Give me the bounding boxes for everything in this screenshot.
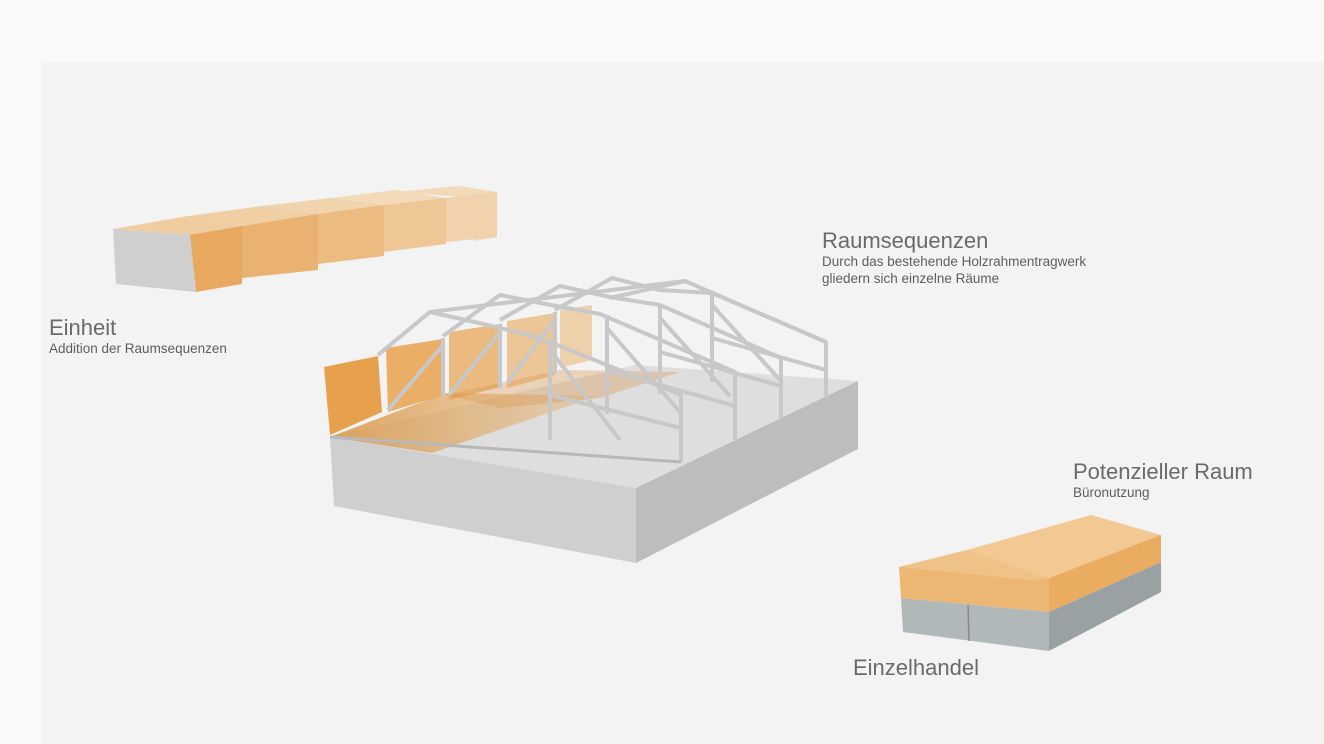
base-front — [330, 437, 636, 563]
base-top — [330, 365, 858, 488]
einheit-box-2-side — [242, 214, 318, 278]
raumsequenzen-title: Raumsequenzen — [822, 228, 989, 253]
frame-brace-5 — [386, 343, 445, 412]
raumsequenzen-base-block — [330, 365, 858, 563]
base-side — [636, 381, 858, 563]
einheit-box-4-side — [384, 198, 446, 252]
frame-beam-3 — [659, 350, 782, 388]
potential-space-block — [899, 515, 1161, 651]
einheit-box-1-side — [190, 226, 242, 292]
frame-ridge — [429, 279, 686, 314]
frame-rafter-3 — [609, 295, 783, 418]
retail-front — [901, 598, 1049, 651]
einheit-subtitle: Addition der Raumsequenzen — [49, 341, 227, 356]
frame-beam-4 — [711, 336, 827, 372]
frame-brace-7 — [505, 318, 557, 385]
einheit-box-3-side — [318, 205, 384, 264]
einheit-box-1-front — [113, 229, 196, 292]
frame-brace-3 — [658, 316, 732, 398]
room-floor-2 — [445, 370, 680, 408]
frame-brace-6 — [447, 330, 502, 397]
frame-brace-2 — [605, 326, 682, 414]
office-roof-right — [967, 515, 1161, 578]
raumsequenzen-line-2: gliedern sich einzelne Räume — [822, 271, 1000, 286]
retail-divider — [967, 604, 970, 642]
einheit-box-row — [113, 186, 497, 292]
frame-gable-2 — [441, 293, 557, 338]
einheit-box-2-top — [188, 206, 318, 226]
room-wall-1 — [324, 356, 382, 435]
frame-beam-1 — [549, 393, 682, 430]
einheit-box-4-top — [330, 190, 446, 205]
raumsequenzen-label: Raumsequenzen Durch das bestehende Holzr… — [822, 229, 1086, 287]
einheit-box-3-top — [262, 198, 384, 214]
frame-rafter-1 — [487, 323, 683, 462]
einheit-box-1-top — [113, 216, 242, 235]
frame-beam-2 — [606, 368, 736, 408]
frame-sill-front — [329, 435, 682, 464]
potenziell-subtitle: Büronutzung — [1073, 485, 1150, 500]
room-wall-5 — [560, 305, 592, 368]
einzelhandel-label: Einzelhandel — [853, 655, 979, 680]
room-floor — [330, 393, 598, 453]
frame-brace-4 — [710, 303, 782, 382]
office-side — [1049, 535, 1161, 612]
einheit-title: Einheit — [49, 315, 117, 340]
einheit-box-5-side — [446, 192, 497, 242]
retail-side — [1049, 562, 1161, 651]
raumsequenzen-orange-rooms — [324, 305, 680, 453]
frame-brace-1 — [548, 348, 622, 442]
timber-frame — [329, 276, 828, 464]
potenziell-title: Potenzieller Raum — [1073, 459, 1253, 484]
potenziell-label: Potenzieller Raum Büronutzung — [1073, 460, 1253, 501]
raumsequenzen-line-1: Durch das bestehende Holzrahmentragwerk — [822, 254, 1087, 269]
office-roof-left — [899, 550, 1049, 580]
einheit-label: Einheit Addition der Raumsequenzen — [49, 316, 227, 357]
